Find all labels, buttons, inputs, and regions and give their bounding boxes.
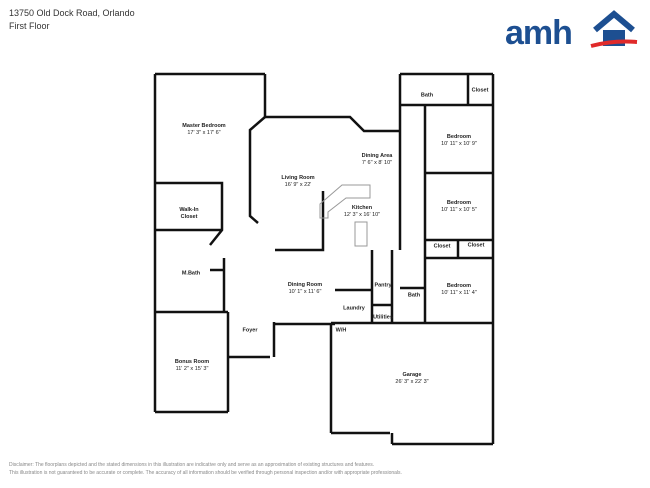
room-bath-lower: Bath: [407, 292, 421, 299]
amh-logo: amh: [505, 10, 640, 52]
room-pantry: Pantry: [374, 282, 392, 289]
room-master-bath: M.Bath: [181, 270, 201, 277]
room-utilities: Utilities: [373, 314, 393, 321]
room-closet-2: Closet: [433, 243, 451, 250]
kitchen-island: [354, 221, 368, 247]
room-walk-in-closet: Walk-In Closet: [179, 207, 199, 220]
address: 13750 Old Dock Road, Orlando: [9, 8, 135, 18]
room-foyer: Foyer: [242, 327, 258, 334]
water-heater-label: W/H: [335, 327, 347, 334]
room-laundry: Laundry: [343, 305, 365, 312]
wall: [248, 116, 266, 224]
disclaimer-line-1: Disclaimer: The floorplans depicted and …: [9, 462, 375, 468]
room-closet-1: Closet: [471, 87, 489, 94]
disclaimer-line-2: This illustration is not guaranteed to b…: [9, 470, 402, 476]
wall: [275, 191, 325, 252]
room-bath-upper: Bath: [420, 92, 434, 99]
wall: [155, 181, 224, 246]
room-closet-3: Closet: [467, 242, 485, 249]
kitchen-counter: [319, 184, 371, 219]
logo-text: amh: [505, 14, 573, 52]
house-icon: [590, 10, 638, 48]
floor-label: First Floor: [9, 21, 50, 31]
wall: [265, 115, 400, 133]
